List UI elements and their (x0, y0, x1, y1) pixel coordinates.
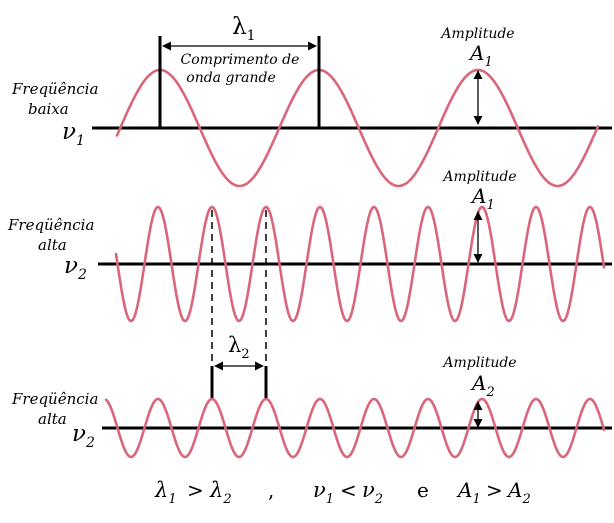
nu2-symbol-panel2: ν2 (64, 253, 87, 283)
relation-comma: , (268, 478, 274, 502)
panel-low-frequency: Freqüência baixa ν1 λ1 Comprimento de on… (11, 14, 612, 188)
wave-high-frequency-a1 (114, 205, 606, 323)
wave-high-frequency-a2 (104, 397, 606, 459)
amp-a1-symbol-2: A1 (470, 184, 495, 213)
relation-lt: < (340, 478, 357, 502)
panel-high-frequency-a2: Freqüência alta ν2 λ2 Amplitude A2 (11, 333, 612, 459)
panel-high-frequency-a1: Freqüência alta ν2 Amplitude A1 (7, 169, 612, 366)
freq-label-high-line1: Freqüência (7, 216, 94, 234)
freq-label-high2-line2: alta (38, 410, 67, 428)
wavelength-text-line1: Comprimento de (181, 52, 300, 68)
freq-label-high-line2: alta (38, 236, 67, 254)
relation-gt-2: > (486, 478, 503, 502)
amplitude-label-2: Amplitude (441, 169, 516, 185)
relation-nu2: ν2 (362, 478, 383, 507)
relation-gt-1: > (187, 478, 204, 502)
relation-lambda2: λ2 (209, 478, 232, 507)
relation-nu1: ν1 (313, 478, 334, 507)
amp-a1-symbol-1: A1 (468, 41, 493, 70)
nu2-symbol-panel3: ν2 (72, 421, 95, 451)
amplitude-label-3: Amplitude (441, 355, 516, 371)
freq-label-high2-line1: Freqüência (11, 390, 98, 408)
amp-a2-symbol: A2 (470, 371, 495, 400)
relation-conjunction: e (417, 478, 429, 502)
nu1-symbol: ν1 (62, 119, 85, 149)
wavelength-text-line2: onda grande (186, 70, 275, 86)
relation-line: λ1 > λ2 , ν1 < ν2 e A1 > A2 (154, 478, 531, 507)
relation-lambda1: λ1 (154, 478, 177, 507)
lambda2-label: λ2 (228, 333, 250, 362)
freq-label-low-line2: baixa (28, 100, 69, 118)
relation-a1: A1 (456, 478, 481, 507)
relation-a2: A2 (506, 478, 531, 507)
wave-low-frequency (115, 68, 600, 188)
freq-label-low-line1: Freqüência (11, 80, 98, 98)
amplitude-label-1: Amplitude (439, 26, 514, 42)
lambda1-label: λ1 (232, 14, 256, 44)
